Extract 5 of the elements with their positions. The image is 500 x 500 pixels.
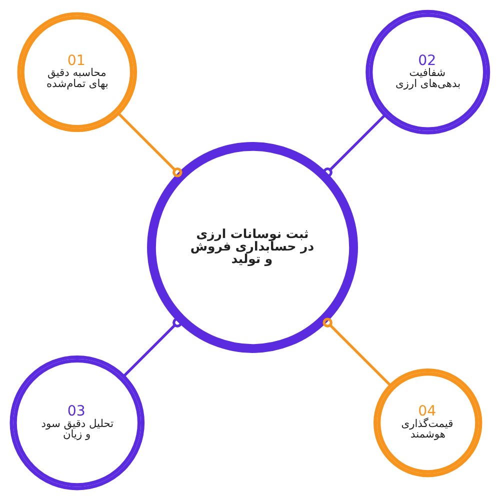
connector	[322, 318, 392, 386]
node-circle: ثبت نوسانات ارزی در حسابداری فروش و تولید	[147, 142, 358, 353]
connector	[122, 318, 182, 378]
connector	[117, 112, 182, 178]
connector	[322, 114, 386, 178]
